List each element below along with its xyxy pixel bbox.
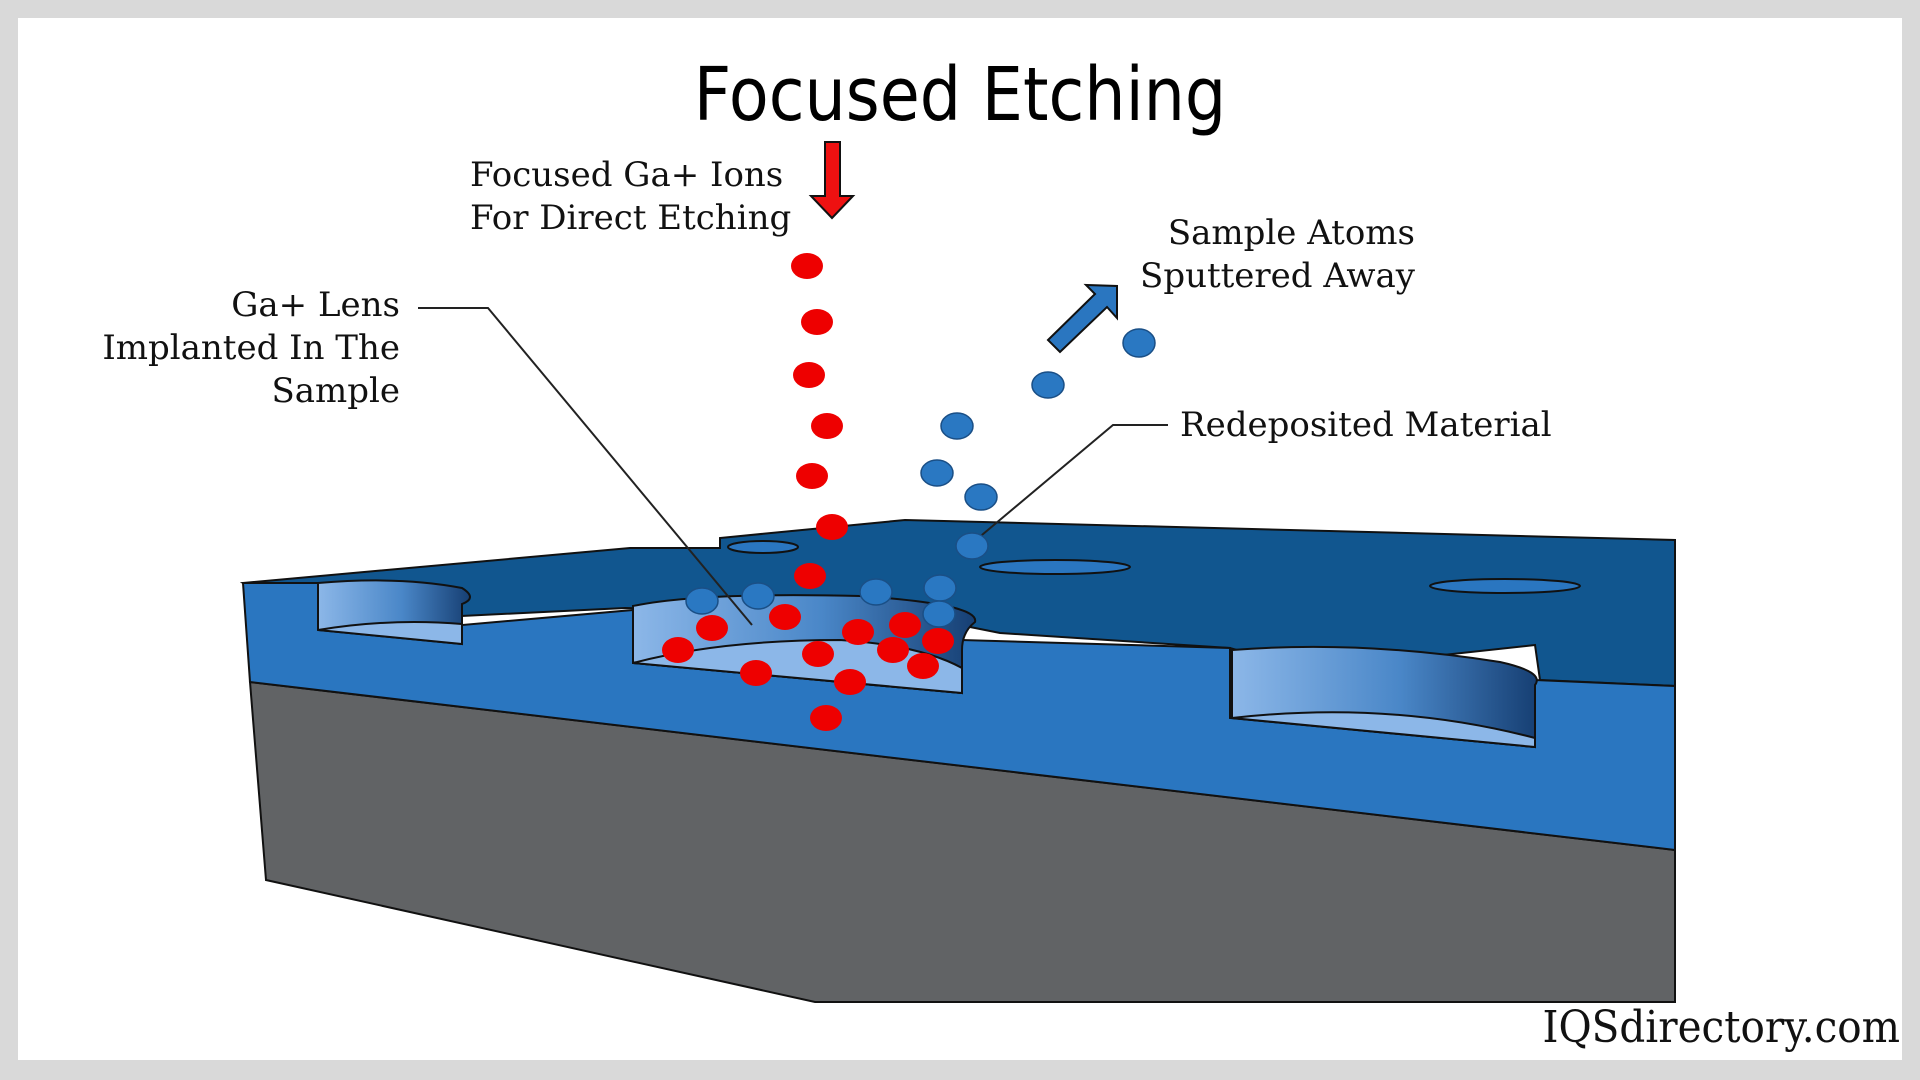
atom bbox=[920, 459, 954, 487]
ions-label: Focused Ga+ Ions For Direct Etching bbox=[470, 154, 792, 240]
implanted-ions bbox=[662, 604, 954, 731]
sputtered-label-line: Sputtered Away bbox=[1140, 256, 1415, 296]
redeposited-label: Redeposited Material bbox=[1180, 405, 1552, 445]
ion bbox=[802, 641, 834, 667]
ion bbox=[769, 604, 801, 630]
ion bbox=[877, 637, 909, 663]
atom bbox=[685, 587, 719, 615]
ion bbox=[801, 309, 833, 335]
sputtered-label-line: Sample Atoms bbox=[1167, 213, 1415, 253]
sample-atoms bbox=[685, 328, 1156, 628]
ions-label-line: Focused Ga+ Ions bbox=[470, 155, 784, 195]
page-title: Focused Etching bbox=[693, 52, 1227, 138]
atom bbox=[964, 483, 998, 511]
atom bbox=[923, 574, 957, 602]
ion bbox=[796, 463, 828, 489]
ion bbox=[740, 660, 772, 686]
incoming-ions bbox=[791, 253, 848, 589]
atom bbox=[922, 600, 956, 628]
ions-label-line: For Direct Etching bbox=[470, 198, 792, 238]
ion bbox=[793, 362, 825, 388]
sputtered-label: Sample Atoms Sputtered Away bbox=[1135, 212, 1415, 298]
lens-label-line: Ga+ Lens bbox=[231, 285, 400, 325]
ion bbox=[842, 619, 874, 645]
lens-leader-line bbox=[418, 307, 753, 626]
atom bbox=[1031, 371, 1065, 399]
up-right-arrow-icon bbox=[1046, 283, 1118, 354]
redeposited-leader-line bbox=[969, 424, 1168, 546]
etched-pit-right bbox=[1231, 645, 1538, 749]
atom bbox=[1122, 328, 1156, 358]
ion bbox=[834, 669, 866, 695]
lens-label: Ga+ Lens Implanted In The Sample bbox=[90, 284, 400, 413]
atom bbox=[955, 532, 989, 560]
brand-watermark: IQSdirectory.com bbox=[1542, 1002, 1900, 1053]
ion bbox=[811, 413, 843, 439]
ion bbox=[816, 514, 848, 540]
ion bbox=[791, 253, 823, 279]
ion bbox=[696, 615, 728, 641]
ion bbox=[810, 705, 842, 731]
ion bbox=[889, 612, 921, 638]
surface-hole bbox=[1429, 578, 1581, 594]
ion bbox=[794, 563, 826, 589]
surface-hole bbox=[727, 540, 799, 554]
lens-label-line: Implanted In The bbox=[102, 328, 400, 368]
atom bbox=[741, 582, 775, 610]
surface-hole bbox=[979, 559, 1131, 575]
lens-label-line: Sample bbox=[271, 371, 400, 411]
etched-pit-left bbox=[317, 579, 471, 646]
atom bbox=[859, 578, 893, 606]
ion bbox=[907, 653, 939, 679]
down-arrow-icon bbox=[808, 141, 856, 220]
ion bbox=[662, 637, 694, 663]
ion bbox=[922, 628, 954, 654]
atom bbox=[940, 412, 974, 440]
